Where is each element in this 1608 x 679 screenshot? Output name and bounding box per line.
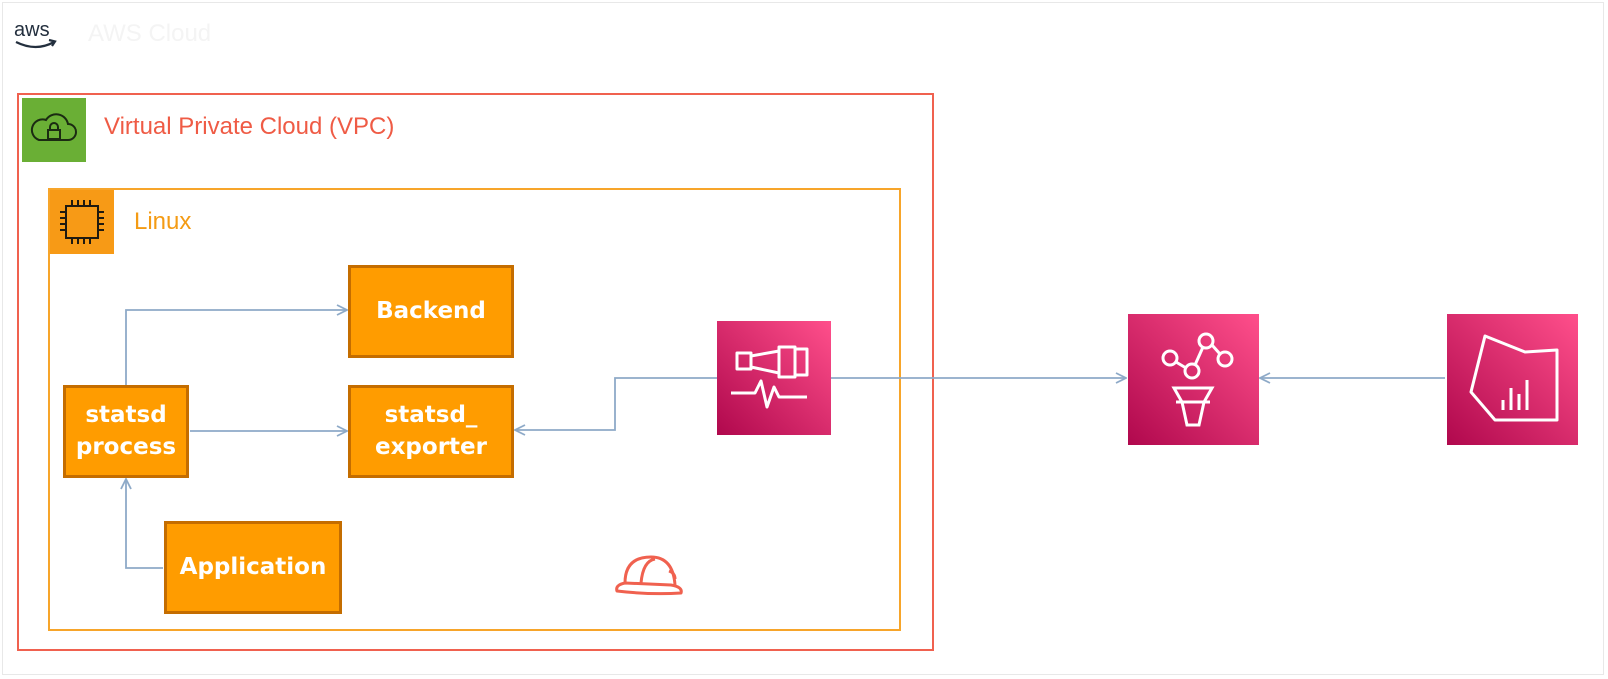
aws-logo: aws <box>12 14 60 54</box>
backend-box[interactable]: Backend <box>348 265 514 358</box>
backend-label: Backend <box>376 297 486 324</box>
vpc-group: Virtual Private Cloud (VPC) <box>17 93 934 651</box>
vpc-cloud-lock-icon <box>22 98 86 162</box>
statsd-process-label: statsd process <box>75 402 177 460</box>
hard-hat-icon <box>611 551 687 597</box>
svg-text:aws: aws <box>14 19 50 41</box>
application-label: Application <box>179 553 327 580</box>
statsd-exporter-label: statsd_ exporter <box>375 402 487 460</box>
application-box[interactable]: Application <box>164 521 342 614</box>
vpc-label: Virtual Private Cloud (VPC) <box>104 113 395 140</box>
statsd-exporter-box[interactable]: statsd_ exporter <box>348 385 514 478</box>
cloud-title: AWS Cloud <box>88 20 212 47</box>
linux-group: Linux <box>48 188 901 631</box>
adot-collector-telescope-icon[interactable] <box>717 321 831 435</box>
statsd-process-box[interactable]: statsd process <box>63 385 189 478</box>
amazon-managed-prometheus-icon[interactable] <box>1128 314 1259 445</box>
amazon-managed-grafana-icon[interactable] <box>1447 314 1578 445</box>
linux-label: Linux <box>134 208 192 235</box>
ec2-chip-icon <box>50 190 114 254</box>
